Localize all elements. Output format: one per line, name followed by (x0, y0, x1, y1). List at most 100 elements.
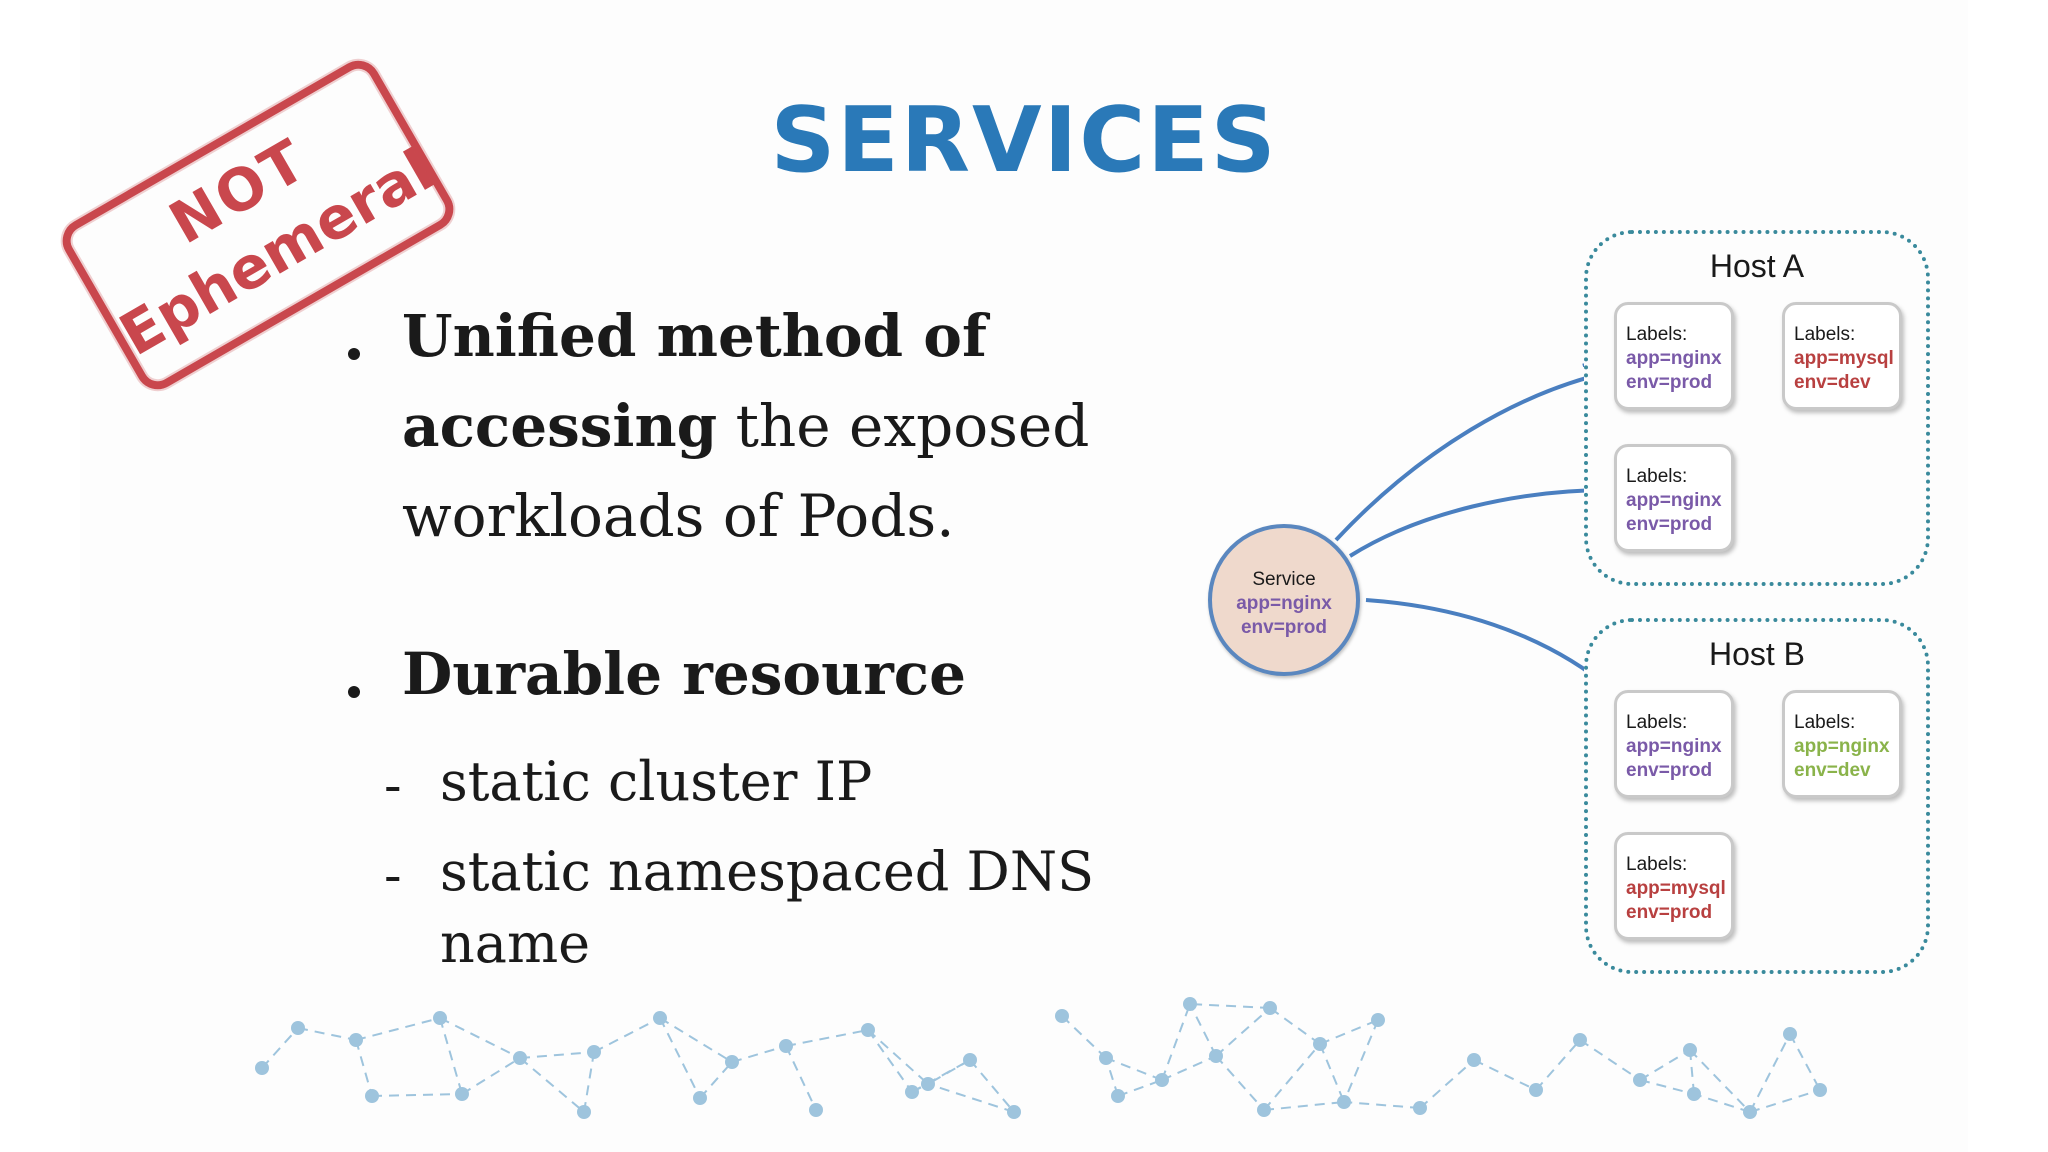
host-a: Host A Labels: app=nginx env=prod Labels… (1584, 230, 1930, 586)
pod-env-label: env=prod (1626, 514, 1713, 535)
host-b-title: Host B (1708, 636, 1806, 672)
network-node (725, 1055, 739, 1069)
pod-app-label: app=mysql (1626, 878, 1726, 899)
network-node (349, 1033, 363, 1047)
network-line (785, 1029, 869, 1047)
network-node (1337, 1095, 1351, 1109)
network-line (1535, 1039, 1581, 1091)
network-node (1209, 1049, 1223, 1063)
host-a-title: Host A (1709, 248, 1805, 284)
bullet-1-rest-2: the exposed (717, 392, 1090, 460)
network-node (809, 1103, 823, 1117)
network-line (1749, 1033, 1791, 1113)
bullet-1-bold-2: accessing (402, 392, 718, 460)
network-line (969, 1059, 1015, 1113)
network-line (261, 1027, 299, 1069)
network-line (461, 1057, 521, 1095)
sub-bullet-1: static cluster IP (440, 750, 873, 813)
pod-labels-heading: Labels: (1626, 324, 1688, 345)
network-line (1319, 1043, 1345, 1103)
network-node (861, 1023, 875, 1037)
network-node (513, 1051, 527, 1065)
network-line (519, 1057, 585, 1113)
network-node (1687, 1087, 1701, 1101)
network-node (433, 1011, 447, 1025)
host-b: Host B Labels: app=nginx env=prod Labels… (1584, 618, 1930, 974)
host-a-pod-2: Labels: app=mysql env=dev (1782, 302, 1902, 410)
network-node (1007, 1105, 1021, 1119)
network-line (1639, 1049, 1691, 1081)
network-node (1155, 1073, 1169, 1087)
network-line (1215, 1055, 1265, 1111)
host-a-pod-1: Labels: app=nginx env=prod (1614, 302, 1734, 410)
network-lines (261, 1003, 1821, 1113)
network-line (1343, 1101, 1421, 1109)
network-line (519, 1051, 595, 1059)
network-line (927, 1059, 971, 1085)
pod-env-label: env=dev (1794, 372, 1871, 393)
network-line (297, 1027, 357, 1041)
pod-env-label: env=prod (1626, 760, 1713, 781)
bullet-2: Durable resource (402, 640, 967, 708)
network-node (1313, 1037, 1327, 1051)
network-line (1061, 1015, 1107, 1059)
network-line (1789, 1033, 1821, 1091)
network-line (1105, 1057, 1163, 1081)
network-line (1689, 1049, 1695, 1095)
bullet-1-line-1: Unified method of (402, 302, 987, 370)
network-line (1263, 1043, 1321, 1111)
network-line (911, 1059, 971, 1093)
network-node (921, 1077, 935, 1091)
network-line (1263, 1101, 1345, 1111)
network-nodes (255, 997, 1827, 1119)
network-line (355, 1039, 373, 1097)
host-b-pod-3: Labels: app=mysql env=prod (1614, 832, 1734, 940)
pod-app-label: app=nginx (1626, 736, 1722, 757)
network-line (731, 1045, 787, 1063)
network-node (1743, 1105, 1757, 1119)
network-node (1813, 1083, 1827, 1097)
arrow-to-host-a-pod-3 (1348, 490, 1610, 558)
bullet-1-line-2: accessing the exposed (402, 392, 1089, 460)
bullet-1-line-3: workloads of Pods. (402, 482, 955, 550)
network-node (1111, 1089, 1125, 1103)
network-node (779, 1039, 793, 1053)
network-node (905, 1085, 919, 1099)
network-node (1099, 1051, 1113, 1065)
pod-app-label: app=nginx (1626, 490, 1722, 511)
pod-labels-heading: Labels: (1626, 466, 1688, 487)
network-line (699, 1061, 733, 1099)
pod-labels-heading: Labels: (1626, 712, 1688, 733)
service-env-label: env=prod (1240, 617, 1328, 638)
slide-margin (0, 0, 80, 1152)
network-line (1419, 1059, 1475, 1109)
network-line (355, 1017, 441, 1041)
pod-labels-heading: Labels: (1794, 712, 1856, 733)
host-a-pod-3: Labels: app=nginx env=prod (1614, 444, 1734, 552)
network-line (1117, 1079, 1163, 1097)
pod-env-label: env=prod (1626, 372, 1713, 393)
network-node (291, 1021, 305, 1035)
network-line (1189, 1003, 1217, 1057)
network-line (1215, 1007, 1271, 1057)
network-node (587, 1045, 601, 1059)
network-line (867, 1029, 929, 1085)
network-line (1319, 1019, 1379, 1045)
bullet-dot-2 (348, 686, 360, 698)
sub-bullet-dash-2: - (384, 846, 402, 906)
network-node (1183, 997, 1197, 1011)
host-b-pod-1: Labels: app=nginx env=prod (1614, 690, 1734, 798)
network-line (1161, 1003, 1191, 1081)
network-line (1269, 1007, 1321, 1045)
network-node (1573, 1033, 1587, 1047)
pod-app-label: app=nginx (1794, 736, 1890, 757)
host-b-pod-2: Labels: app=nginx env=dev (1782, 690, 1902, 798)
pod-labels-heading: Labels: (1626, 854, 1688, 875)
network-line (659, 1017, 733, 1063)
network-line (1639, 1079, 1695, 1095)
network-line (1689, 1049, 1751, 1113)
network-node (1683, 1043, 1697, 1057)
bullet-1-bold-1: Unified method of (402, 302, 987, 370)
